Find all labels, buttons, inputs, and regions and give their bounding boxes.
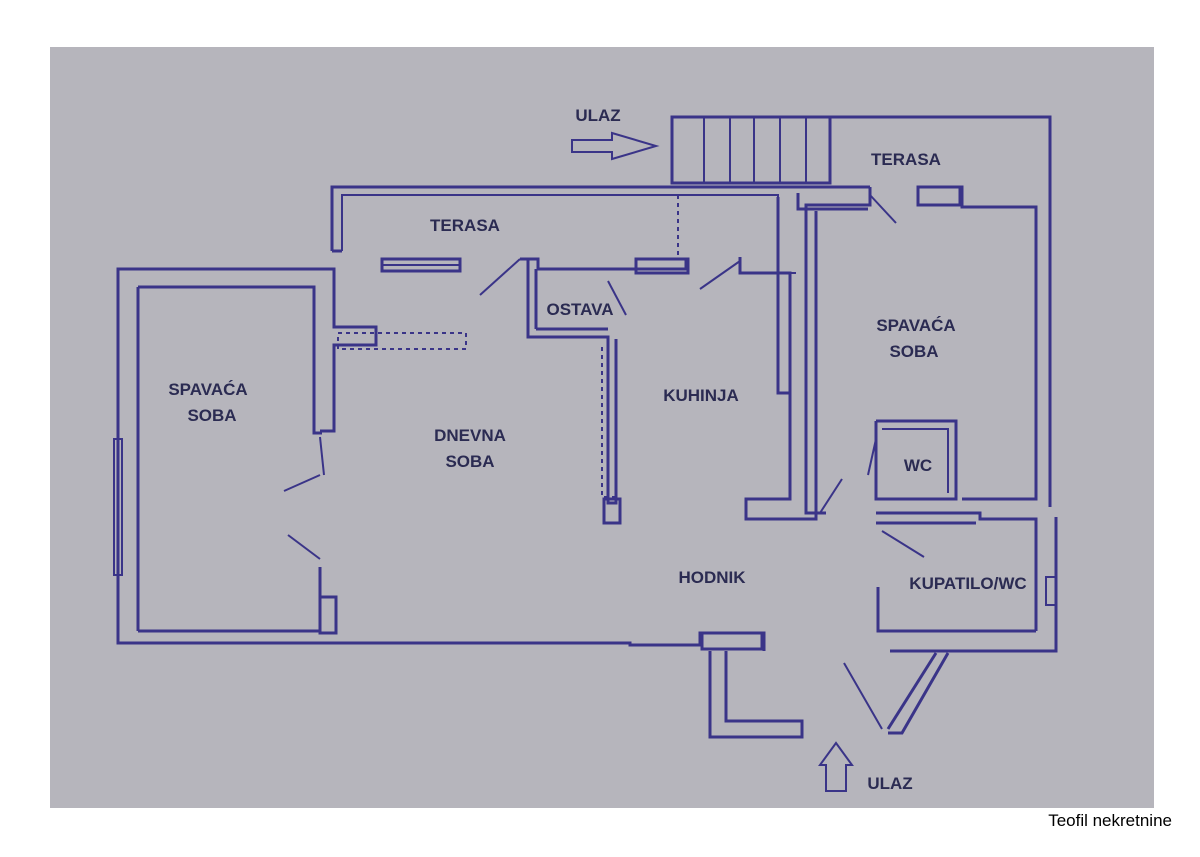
- stair-steps: [703, 117, 807, 183]
- label-storage: OSTAVA: [546, 300, 613, 319]
- column-dashed: [601, 347, 617, 498]
- left-bedroom-wall: [116, 267, 322, 645]
- doors: [283, 194, 925, 560]
- label-living-room-2: SOBA: [445, 452, 494, 471]
- bathroom-bottom: [876, 587, 1036, 633]
- door-right-bedroom: [819, 478, 843, 514]
- right-window: [916, 185, 962, 207]
- kitchen-right-wall: [738, 197, 792, 395]
- label-bedroom-left-1: SPAVAĆA: [168, 380, 247, 399]
- bottom-window: [700, 631, 764, 651]
- entry-right-wall: [890, 643, 1058, 653]
- door-storage: [607, 280, 627, 316]
- storage-top: [528, 257, 688, 271]
- entry-funnel-c: [843, 662, 883, 730]
- label-terrace-middle: TERASA: [430, 216, 500, 235]
- middle-terrace-wall: [330, 185, 870, 251]
- left-window: [113, 438, 123, 576]
- label-entrance-top: ULAZ: [575, 106, 620, 125]
- label-bedroom-right-2: SOBA: [889, 342, 938, 361]
- bottom-wall: [320, 641, 646, 647]
- right-bedroom-left: [804, 187, 872, 515]
- label-entrance-bottom: ULAZ: [867, 774, 912, 793]
- label-wc: WC: [904, 456, 932, 475]
- label-kitchen: KUHINJA: [663, 386, 739, 405]
- bathroom-wall: [876, 511, 1038, 631]
- door-wc: [867, 438, 877, 476]
- floor-plan-sheet: ULAZ TERASA TERASA OSTAVA SPAVAĆA SOBA S…: [50, 47, 1154, 808]
- door-left-bedroom-top: [319, 436, 325, 476]
- door-bathroom: [881, 530, 925, 558]
- label-bedroom-right-1: SPAVAĆA: [876, 316, 955, 335]
- hallway-column: [744, 211, 818, 521]
- counter-dashed: [337, 332, 467, 350]
- column-base: [602, 497, 622, 525]
- label-hallway: HODNIK: [678, 568, 746, 587]
- wc-inner: [882, 428, 949, 493]
- middle-terrace-inner: [341, 194, 779, 255]
- entry-funnel-b: [886, 652, 938, 730]
- watermark-text: Teofil nekretnine: [1048, 811, 1172, 830]
- entrance-arrow-right: [571, 131, 660, 161]
- door-kitchen-terrace: [699, 260, 741, 290]
- label-living-room-1: DNEVNA: [434, 426, 506, 445]
- label-bedroom-left-2: SOBA: [187, 406, 236, 425]
- door-right-bedroom-top: [869, 194, 897, 224]
- bottom-wall-mid: [646, 631, 766, 651]
- storage-window: [634, 257, 690, 275]
- entry-funnel: [888, 652, 950, 735]
- right-terrace-wall: [830, 115, 1052, 183]
- door-left-bedroom-b: [287, 534, 321, 560]
- partition-stub: [318, 595, 338, 635]
- kitchen-lower-wall: [796, 193, 868, 211]
- floor-plan-drawing: ULAZ TERASA TERASA OSTAVA SPAVAĆA SOBA S…: [113, 106, 1058, 793]
- left-bedroom-inner-wall: [138, 285, 322, 435]
- door-living-terrace: [479, 258, 521, 296]
- partition-left: [320, 267, 378, 433]
- door-left-bedroom-a: [283, 474, 321, 492]
- entry-porch: [708, 651, 804, 739]
- entrance-arrow-up: [818, 741, 854, 792]
- label-terrace-top-right: TERASA: [871, 150, 941, 169]
- walls: [113, 115, 1058, 739]
- label-bathroom: KUPATILO/WC: [909, 574, 1026, 593]
